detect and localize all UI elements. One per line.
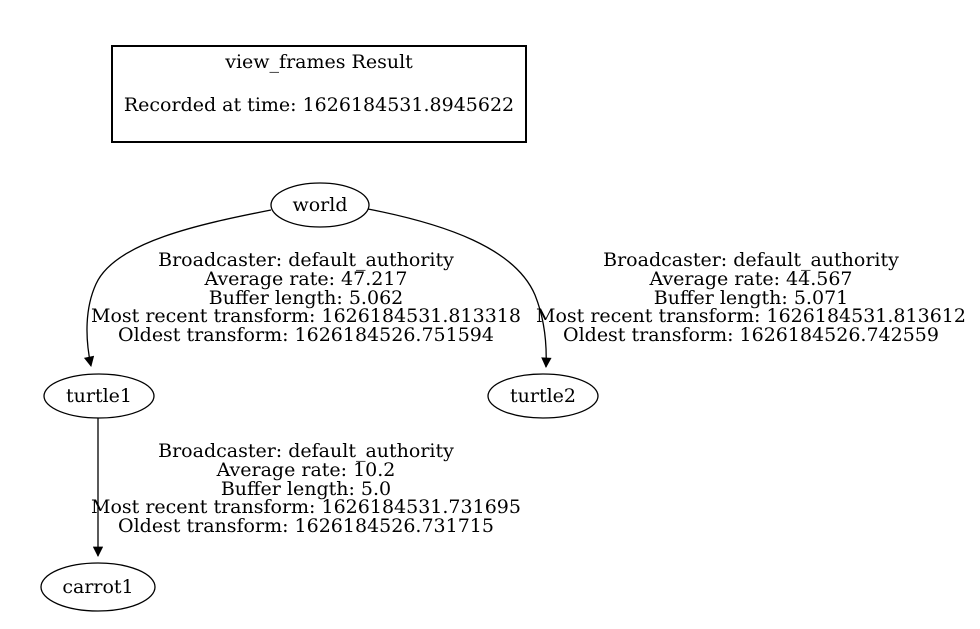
result-box (111, 45, 527, 143)
result-box-title: view_frames Result (225, 51, 413, 73)
broadcaster-line: Broadcaster: default_authority (158, 249, 454, 271)
edge-world-turtle1 (83, 209, 272, 368)
broadcaster-line: Broadcaster: default_authority (158, 440, 454, 462)
recorded-time-text: Recorded at time: 1626184531.8945622 (123, 94, 515, 116)
turtle2-node-label: turtle2 (510, 385, 576, 407)
buffer-length-line: Buffer length: 5.0 (220, 477, 392, 500)
edge-label-turtle1-carrot1: Broadcaster: default_authority Average r… (84, 442, 528, 536)
buffer-length-line: Buffer length: 5.062 (208, 286, 404, 309)
broadcaster-line: Broadcaster: default_authority (603, 249, 899, 271)
world-node-ellipse (270, 182, 370, 228)
turtle2-node-ellipse (487, 373, 599, 419)
oldest-transform-line: Oldest transform: 1626184526.731715 (118, 515, 494, 538)
oldest-transform-line: Oldest transform: 1626184526.751594 (118, 324, 494, 347)
most-recent-transform-line: Most recent transform: 1626184531.813318 (91, 305, 521, 328)
average-rate-line: Average rate: 10.2 (216, 458, 396, 481)
world-node-label: world (292, 194, 348, 216)
edge-label-world-turtle1: Broadcaster: default_authority Average r… (84, 251, 528, 345)
most-recent-transform-line: Most recent transform: 1626184531.731695 (91, 496, 521, 519)
turtle1-node-label: turtle1 (66, 385, 132, 407)
most-recent-transform-line: Most recent transform: 1626184531.813612 (536, 305, 966, 328)
oldest-transform-line: Oldest transform: 1626184526.742559 (563, 324, 939, 347)
edge-label-world-turtle2: Broadcaster: default_authority Average r… (529, 251, 973, 345)
turtle1-node-ellipse (43, 373, 155, 419)
edge-world-turtle2 (367, 208, 552, 369)
average-rate-line: Average rate: 44.567 (649, 267, 853, 290)
buffer-length-line: Buffer length: 5.071 (653, 286, 849, 309)
carrot1-node-ellipse (40, 562, 156, 612)
average-rate-line: Average rate: 47.217 (204, 267, 408, 290)
carrot1-node-label: carrot1 (62, 576, 134, 598)
